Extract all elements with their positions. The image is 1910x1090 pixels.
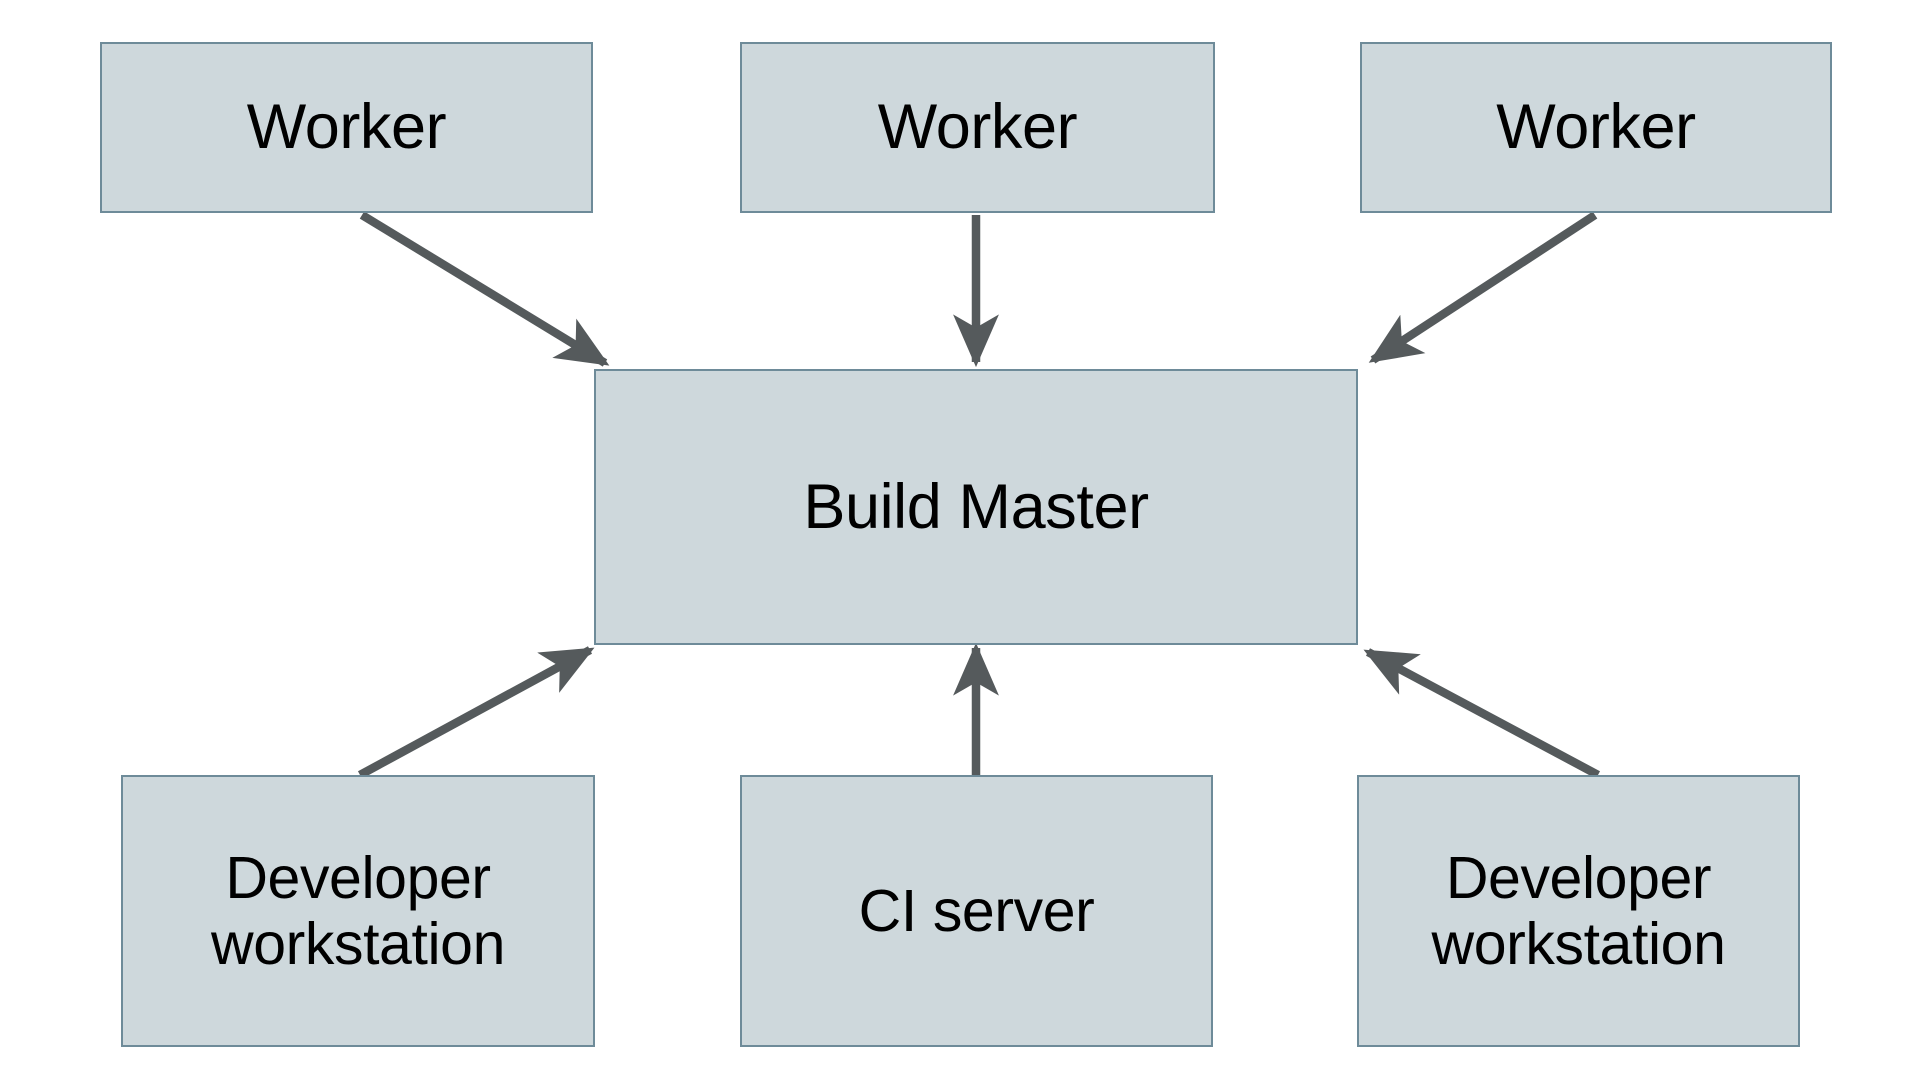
node-label: Developer workstation bbox=[1431, 844, 1726, 977]
edge-devright-to-master bbox=[1363, 648, 1601, 779]
node-label: Worker bbox=[1496, 92, 1696, 163]
node-label: Worker bbox=[246, 92, 447, 163]
node-developer-workstation-left[interactable]: Developer workstation bbox=[121, 775, 595, 1047]
node-developer-workstation-right[interactable]: Developer workstation bbox=[1357, 775, 1800, 1047]
node-label: Build Master bbox=[803, 471, 1149, 542]
edge-worker1-to-master bbox=[359, 211, 610, 367]
edge-worker3-to-master bbox=[1368, 211, 1598, 364]
node-build-master[interactable]: Build Master bbox=[594, 369, 1358, 645]
node-label: CI server bbox=[858, 877, 1095, 944]
node-label: Developer workstation bbox=[211, 844, 505, 977]
node-worker-3[interactable]: Worker bbox=[1360, 42, 1832, 213]
node-ci-server[interactable]: CI server bbox=[740, 775, 1213, 1047]
node-label: Worker bbox=[877, 92, 1078, 163]
node-worker-1[interactable]: Worker bbox=[100, 42, 593, 213]
edge-devleft-to-master bbox=[357, 646, 595, 779]
node-worker-2[interactable]: Worker bbox=[740, 42, 1215, 213]
